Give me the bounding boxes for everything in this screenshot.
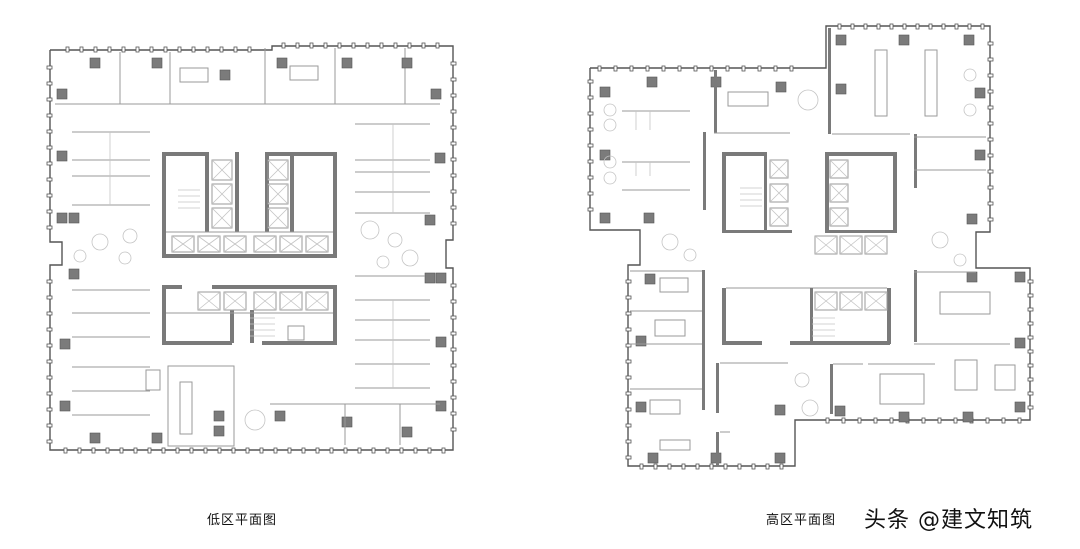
workstations-upper-left — [622, 110, 690, 191]
lounge-furniture — [73, 220, 419, 269]
high-zone-floor-plan — [580, 20, 1040, 480]
lower-core — [722, 287, 891, 345]
upper-core — [722, 152, 897, 255]
low-zone-caption: 低区平面图 — [207, 513, 278, 528]
facade-mullions — [587, 23, 1034, 470]
boardroom — [914, 270, 1010, 345]
workstations-right — [355, 123, 430, 389]
lower-core — [162, 285, 337, 345]
high-zone-caption: 高区平面图 — [766, 513, 837, 528]
lounge-furniture — [603, 68, 977, 417]
workstations-left — [72, 131, 150, 416]
structural-columns — [599, 34, 1026, 464]
structural-columns — [56, 57, 447, 444]
high-zone-plan-drawing — [587, 23, 1034, 470]
low-zone-floor-plan — [40, 40, 470, 460]
watermark: 头条 @建文知筑 — [864, 508, 1033, 533]
offices-lower-left — [630, 270, 705, 451]
facade-mullions — [46, 42, 457, 454]
upper-core — [162, 152, 337, 258]
low-zone-plan-drawing — [46, 42, 457, 454]
